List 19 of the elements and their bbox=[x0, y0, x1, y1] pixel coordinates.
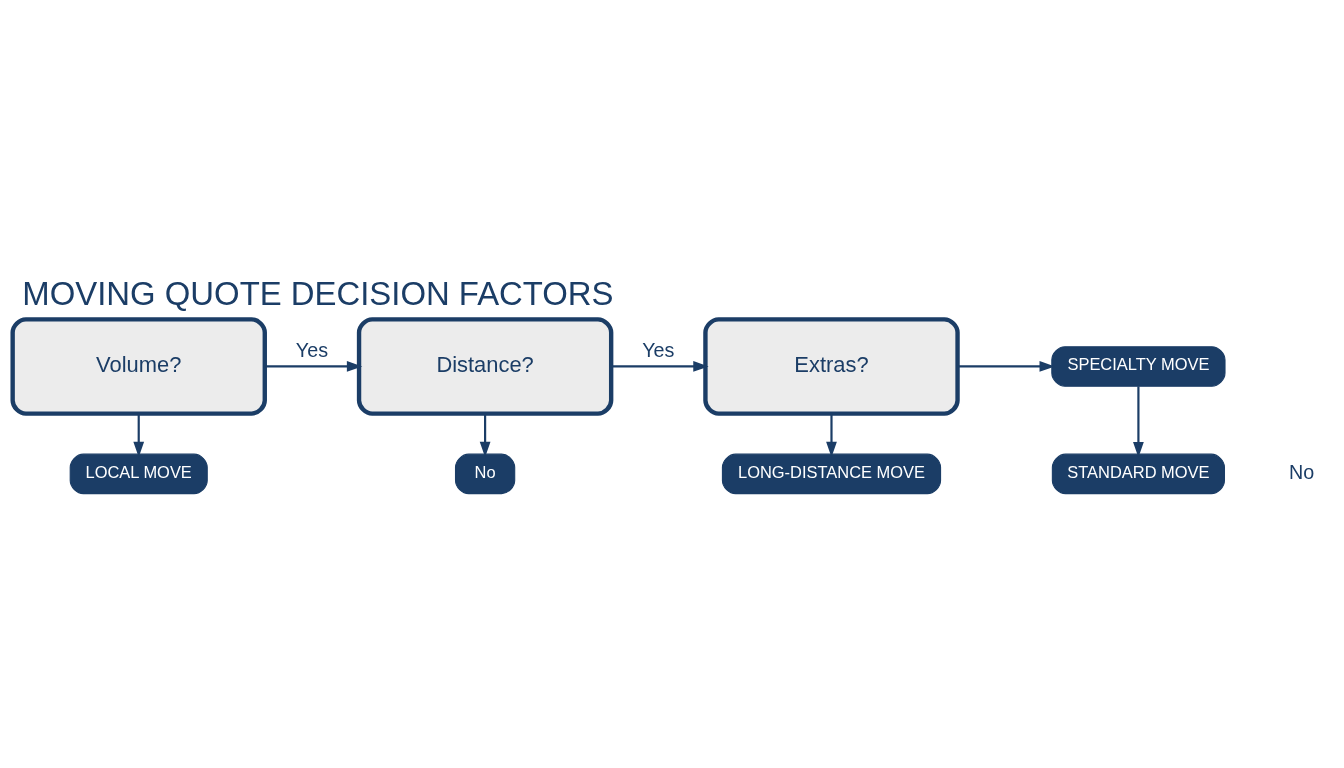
node-box: Extras? bbox=[703, 317, 960, 416]
diagram-title: MOVING QUOTE DECISION FACTORS bbox=[22, 275, 614, 313]
edge-label: Yes bbox=[642, 339, 675, 362]
node-box: No bbox=[454, 453, 516, 495]
arrow bbox=[265, 361, 363, 372]
node-box: Distance? bbox=[356, 317, 614, 416]
node-box: Volume? bbox=[10, 317, 267, 416]
arrow bbox=[826, 413, 837, 458]
arrow bbox=[133, 413, 145, 458]
node-box: STANDARD MOVE bbox=[1051, 453, 1225, 495]
node-box: LOCAL MOVE bbox=[69, 453, 208, 495]
arrow bbox=[611, 361, 709, 372]
node-box: SPECIALTY MOVE bbox=[1051, 346, 1226, 387]
arrow bbox=[479, 413, 491, 458]
node-box: LONG-DISTANCE MOVE bbox=[721, 453, 942, 495]
arrow bbox=[1133, 386, 1144, 458]
edge-label: Yes bbox=[295, 339, 328, 362]
label: No bbox=[1289, 460, 1315, 483]
arrow bbox=[957, 361, 1055, 372]
